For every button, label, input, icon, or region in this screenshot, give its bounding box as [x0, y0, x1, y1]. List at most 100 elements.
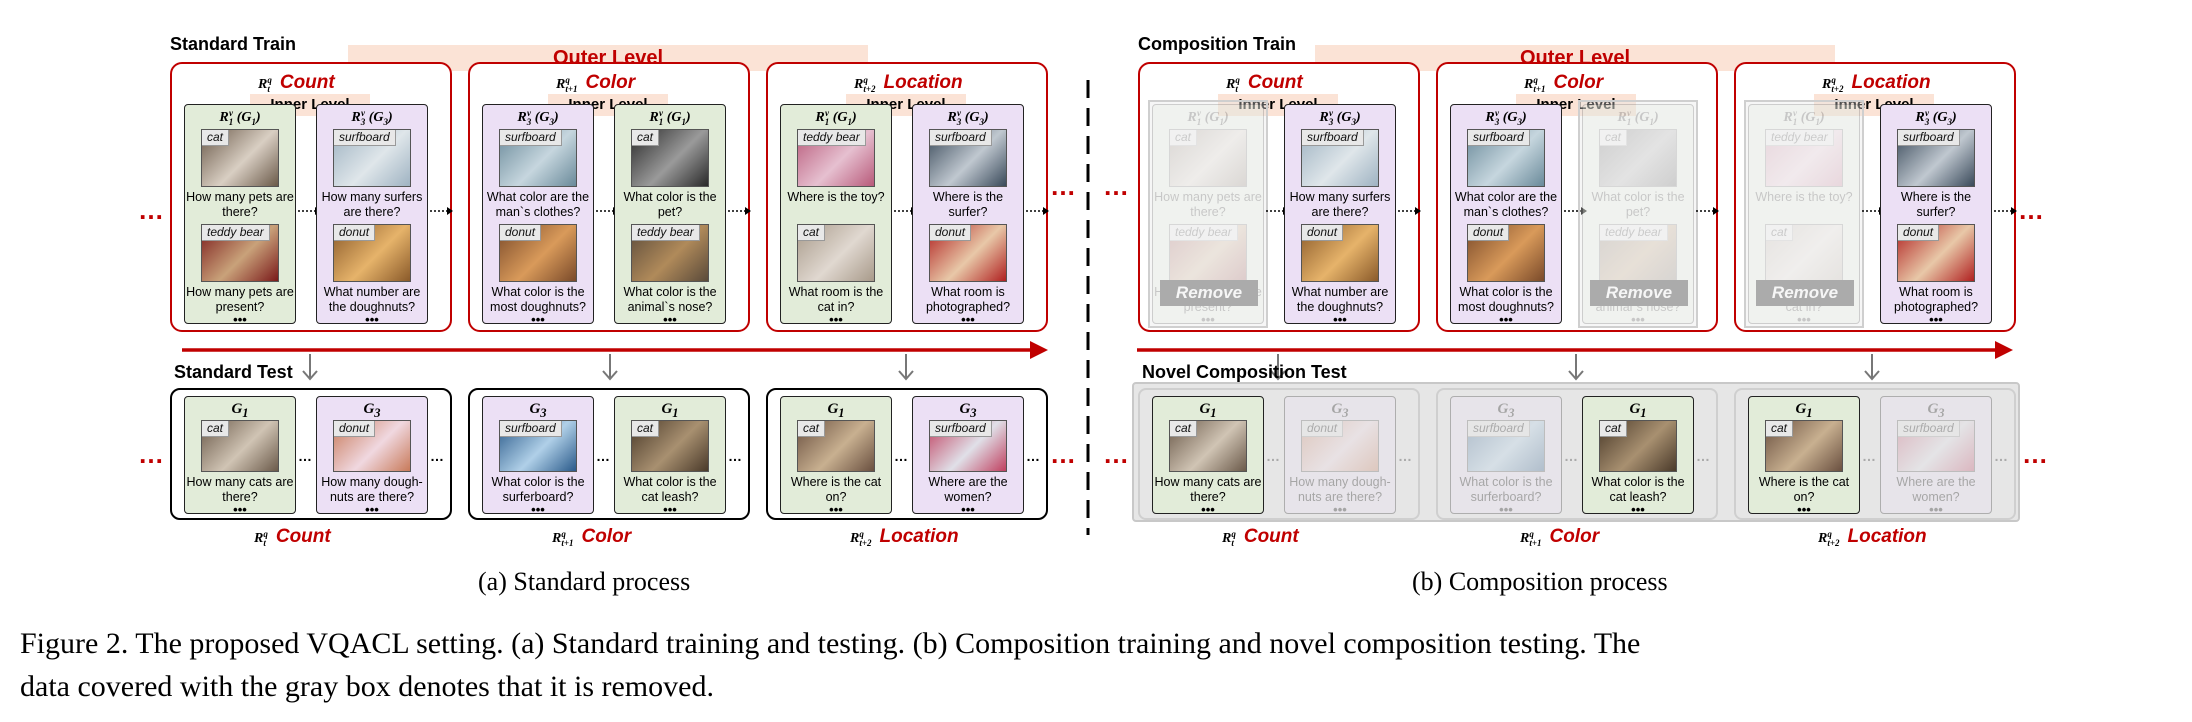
composition-train-title: Composition Train [1138, 34, 1297, 54]
image-tag: surfboard [930, 130, 992, 146]
r-symbol-sub: 3 [1494, 117, 1500, 127]
r-symbol-sup: v [1494, 108, 1499, 118]
r-symbol-sub: 3 [1328, 117, 1334, 127]
image-tag: donut [500, 225, 542, 241]
photo-thumbnail: donut [929, 224, 1007, 282]
question-text: Where is the surfer? [932, 190, 1004, 219]
image-tag: surfboard [930, 421, 992, 437]
image-tag: cat [1600, 421, 1628, 437]
question-text: What color is the surferboard? [491, 475, 585, 504]
question-text: Where is the toy? [787, 190, 885, 204]
r-symbol-sup: q [561, 528, 566, 539]
between-card-ellipsis: … [1026, 448, 1040, 464]
r-symbol-sub: t+1 [561, 537, 574, 548]
caption-composition: (b) Composition process [1412, 567, 1668, 596]
question-text: What room is photographed? [925, 285, 1011, 314]
r-symbol-sub: t [267, 83, 270, 94]
photo-thumbnail: cat [631, 420, 709, 472]
r-symbol-sub: 3 [1924, 117, 1930, 127]
task-label: Count [1247, 72, 1303, 93]
g-sub: 1 [1640, 406, 1647, 420]
process-divider [1086, 80, 1090, 535]
photo-thumbnail: donut [1301, 420, 1379, 472]
task-label: Color [1553, 72, 1604, 93]
question-text: What color is the animal`s nose? [623, 285, 717, 314]
image-tag: cat [1170, 421, 1198, 437]
r-symbol-sup: q [863, 74, 868, 85]
image-tag: cat [1766, 225, 1794, 241]
image-tag: cat [798, 225, 826, 241]
question-text: How many surfers are there? [1289, 190, 1391, 219]
image-tag: surfboard [334, 130, 396, 146]
task-label: Count [1243, 526, 1299, 547]
photo-thumbnail: teddy bear [631, 224, 709, 282]
r-symbol-sub: t+1 [1533, 83, 1546, 94]
between-card-ellipsis: … [1398, 448, 1412, 464]
photo-thumbnail: teddy bear [1169, 224, 1247, 282]
remove-badge: Remove [1160, 280, 1258, 306]
card-ellipsis: ••• [1333, 502, 1347, 517]
photo-thumbnail: cat [201, 129, 279, 187]
image-tag: surfboard [1468, 421, 1530, 437]
card-ellipsis: ••• [1499, 502, 1513, 517]
image-tag: donut [1898, 225, 1940, 241]
image-tag: surfboard [1302, 130, 1364, 146]
card-ellipsis: ••• [1797, 312, 1811, 327]
card-ellipsis: ••• [1929, 502, 1943, 517]
card-ellipsis: ••• [961, 502, 975, 517]
r-symbol-sub: 1 [1196, 117, 1202, 127]
image-tag: cat [632, 130, 660, 146]
r-symbol-sub: t+2 [859, 537, 872, 548]
timeline-arrow-left [182, 341, 1048, 359]
g-sub: 3 [1342, 406, 1349, 420]
test-card-header: G1 [1629, 401, 1647, 420]
question-text: How many pets are there? [1154, 190, 1262, 219]
card-ellipsis: ••• [829, 502, 843, 517]
ellipsis-test-left-end: … [1050, 439, 1077, 469]
novel-test-container [1132, 382, 2020, 522]
card-ellipsis: ••• [1797, 502, 1811, 517]
between-card-ellipsis: … [1994, 448, 2008, 464]
question-text: What color is the pet? [1591, 190, 1685, 219]
question-text: How many surfers are there? [321, 190, 423, 219]
step-arrow-icon [430, 207, 453, 215]
down-arrow-icon [1568, 354, 1584, 381]
task-label: Color [1549, 526, 1600, 547]
image-tag: surfboard [1468, 130, 1530, 146]
g-sub: 3 [1508, 406, 1515, 420]
test-card-header: G3 [959, 401, 977, 420]
step-arrow-icon [1696, 207, 1719, 215]
card-ellipsis: ••• [961, 312, 975, 327]
g-sub: 1 [1219, 117, 1224, 128]
image-tag: cat [1766, 421, 1794, 437]
card-ellipsis: ••• [1631, 502, 1645, 517]
task-label: Count [279, 72, 335, 93]
image-tag: donut [930, 225, 972, 241]
remove-badge: Remove [1756, 280, 1854, 306]
removed-overlay [1578, 100, 1698, 328]
question-text: What color is the cat leash? [1591, 475, 1685, 504]
ellipsis-left-end: … [1050, 171, 1077, 201]
